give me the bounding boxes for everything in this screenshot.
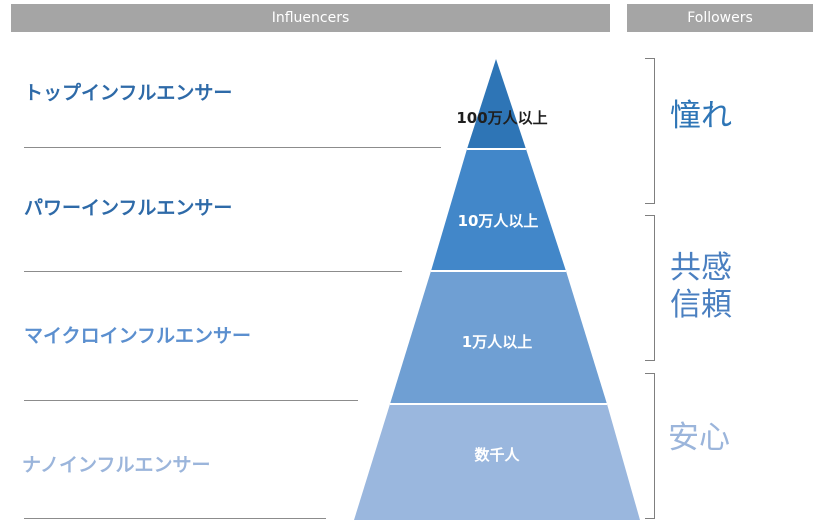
pyramid-tier-nano bbox=[354, 404, 640, 520]
separator-line bbox=[24, 518, 326, 519]
follower-text: 安心 bbox=[668, 420, 730, 456]
tier-label-power: パワーインフルエンサー bbox=[24, 197, 233, 219]
tier-label-nano: ナノインフルエンサー bbox=[22, 454, 211, 476]
follower-label-empathy-trust: 共感 信頼 bbox=[670, 250, 732, 324]
pyramid-tier-top bbox=[467, 59, 526, 149]
pyramid-tier-power bbox=[431, 149, 566, 271]
follower-label-reassurance: 安心 bbox=[668, 420, 730, 457]
influencers-header: Influencers bbox=[11, 4, 610, 32]
follower-text: 憧れ bbox=[670, 98, 732, 134]
follower-text: 信頼 bbox=[670, 287, 732, 323]
tier-followers-top: 100万人以上 bbox=[456, 109, 547, 127]
separator-line bbox=[24, 271, 402, 272]
pyramid-tier-micro bbox=[390, 271, 607, 404]
tier-followers-micro: 1万人以上 bbox=[462, 333, 532, 351]
tier-label-micro: マイクロインフルエンサー bbox=[24, 325, 252, 347]
tier-label-top: トップインフルエンサー bbox=[24, 82, 233, 104]
separator-line bbox=[24, 400, 358, 401]
bracket-admiration bbox=[645, 58, 655, 204]
follower-label-admiration: 憧れ bbox=[670, 98, 732, 135]
followers-header: Followers bbox=[627, 4, 813, 32]
follower-text: 共感 bbox=[670, 250, 732, 286]
separator-line bbox=[24, 147, 441, 148]
bracket-reassurance bbox=[645, 373, 655, 519]
bracket-empathy-trust bbox=[645, 215, 655, 361]
tier-followers-power: 10万人以上 bbox=[458, 212, 539, 230]
tier-followers-nano: 数千人 bbox=[474, 446, 520, 464]
